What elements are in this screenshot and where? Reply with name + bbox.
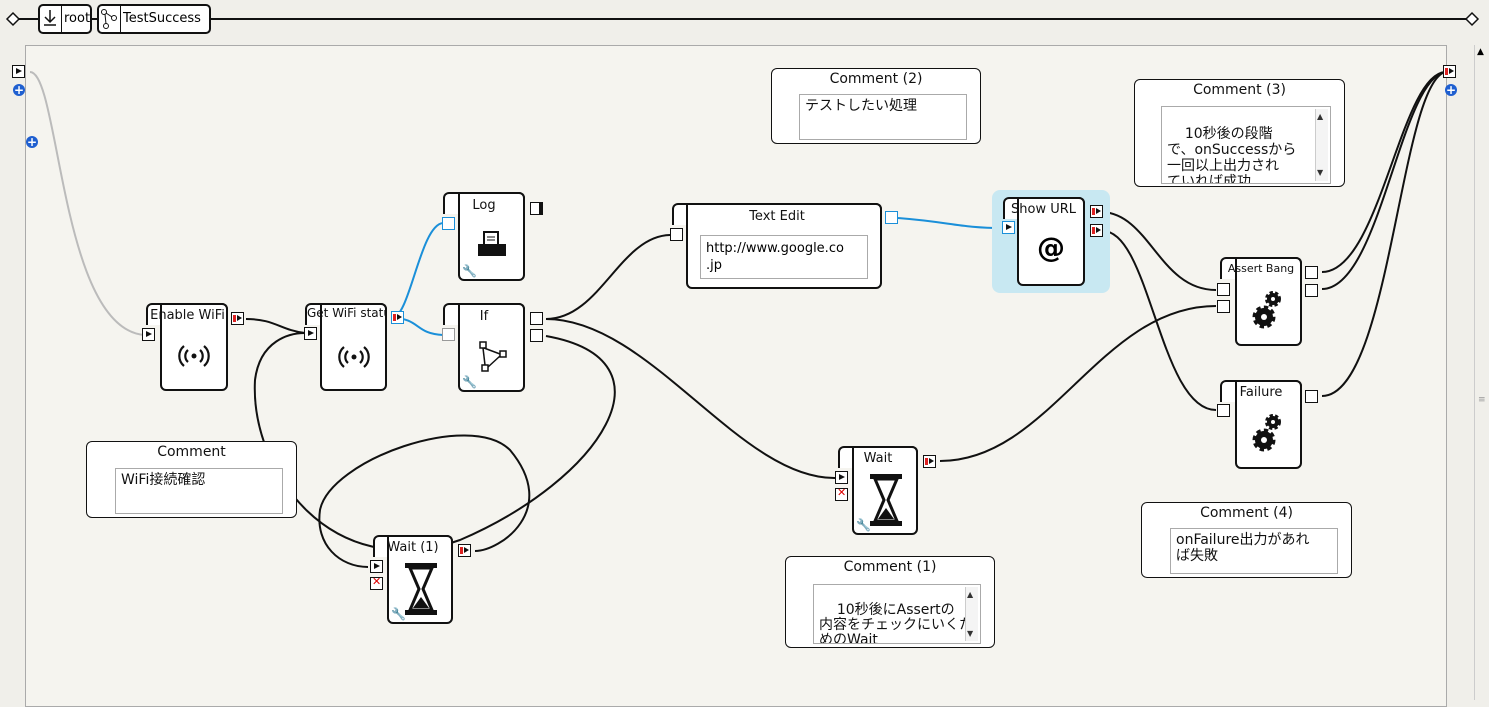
comment-3[interactable]: Comment (3) 10秒後の段階 で、onSuccessから 一回以上出力… (1134, 79, 1345, 187)
comment-2-title: Comment (2) (829, 71, 923, 87)
wait-output-port[interactable] (923, 455, 936, 468)
get-wifi-input-port[interactable] (304, 327, 317, 340)
box-wait1-title: Wait (1) (387, 540, 439, 555)
printer-icon (478, 231, 506, 256)
comment-0[interactable]: Comment WiFi接続確認 (86, 441, 297, 518)
gears-icon (1252, 414, 1281, 452)
box-wait-title: Wait (863, 451, 893, 466)
comment-2[interactable]: Comment (2) テストしたい処理 (771, 68, 981, 144)
box-text-edit[interactable]: Text Edit http://www.google.co .jp (686, 203, 882, 289)
comment-1-body[interactable]: 10秒後にAssertの 内容をチェックにいくた めのWait (813, 584, 981, 644)
comment-1-scrollbar[interactable] (965, 587, 978, 641)
wrench-icon[interactable]: 🔧 (391, 607, 406, 621)
comment-1-text: 10秒後にAssertの 内容をチェックにいくた めのWait (819, 602, 973, 644)
wait1-cancel-port[interactable] (370, 575, 383, 590)
gears-icon (1252, 291, 1281, 329)
breadcrumb-line (5, 11, 1480, 27)
wait-cancel-port[interactable] (835, 486, 848, 501)
branch-icon (479, 341, 507, 372)
box-assert-bang[interactable]: Assert Bang (1228, 257, 1302, 346)
failure-output-port[interactable] (1305, 390, 1318, 403)
if-then-port[interactable] (530, 312, 543, 325)
at-sign-icon: @ (1037, 231, 1065, 264)
comment-3-text: 10秒後の段階 で、onSuccessから 一回以上出力され ていれば成功 (1167, 126, 1297, 184)
vertical-scrollbar[interactable]: ▲ ≡ (1474, 45, 1489, 700)
box-wait[interactable]: Wait 🔧 (852, 446, 918, 535)
breadcrumb-testsuccess-label: TestSuccess (123, 11, 201, 26)
assert-bang-input-port-1[interactable] (1217, 283, 1230, 296)
comment-3-title: Comment (3) (1193, 82, 1286, 98)
box-text-edit-title: Text Edit (749, 209, 805, 224)
text-edit-output-port[interactable] (885, 211, 898, 224)
comment-3-scrollbar[interactable] (1315, 109, 1328, 181)
log-output-port[interactable] (530, 202, 543, 215)
show-url-success-port[interactable] (1090, 205, 1103, 218)
breadcrumb-root-label: root (64, 11, 91, 26)
enable-wifi-output-port[interactable] (231, 312, 244, 325)
comment-0-title: Comment (157, 444, 226, 460)
wait1-output-port[interactable] (458, 544, 471, 557)
box-wait-1[interactable]: Wait (1) 🔧 (387, 535, 453, 624)
add-output-plus-icon[interactable]: + (1445, 83, 1457, 97)
wait1-input-port[interactable] (370, 560, 383, 573)
box-if[interactable]: If 🔧 (458, 303, 525, 392)
box-enable-wifi-title: Enable WiFi (150, 308, 225, 323)
if-input-port[interactable] (442, 328, 455, 341)
root-input-port[interactable] (12, 65, 25, 78)
breadcrumb-root[interactable]: root (38, 4, 92, 34)
add-input-plus-icon[interactable]: + (13, 83, 25, 97)
box-enable-wifi[interactable]: Enable WiFi (150, 303, 228, 391)
failure-input-port[interactable] (1217, 404, 1230, 417)
box-failure-title: Failure (1239, 385, 1283, 400)
hourglass-icon (870, 474, 902, 526)
box-show-url-title: Show URL (1011, 202, 1076, 217)
comment-4[interactable]: Comment (4) onFailure出力があれ ば失敗 (1141, 502, 1352, 578)
hourglass-icon (405, 563, 437, 615)
flow-diagram-icon (101, 9, 117, 29)
comment-1-title: Comment (1) (843, 559, 937, 575)
download-icon (44, 10, 56, 26)
assert-bang-output-port-1[interactable] (1305, 266, 1318, 279)
text-edit-input-port[interactable] (670, 228, 683, 241)
add-plus-icon[interactable]: + (26, 135, 38, 149)
comment-3-body[interactable]: 10秒後の段階 で、onSuccessから 一回以上出力され ていれば成功 (1161, 106, 1331, 184)
wrench-icon[interactable]: 🔧 (856, 518, 871, 532)
if-else-port[interactable] (530, 329, 543, 342)
box-log[interactable]: Log 🔧 (458, 192, 525, 281)
assert-bang-input-port-2[interactable] (1217, 300, 1230, 313)
box-assert-bang-title: Assert Bang (1227, 262, 1295, 275)
root-output-port[interactable] (1443, 65, 1456, 78)
show-url-input-port[interactable] (1002, 221, 1015, 234)
enable-wifi-input-port[interactable] (142, 328, 155, 341)
wifi-signal-icon (178, 345, 210, 367)
assert-bang-output-port-2[interactable] (1305, 284, 1318, 297)
box-if-title: If (479, 309, 489, 324)
scroll-grip-icon[interactable]: ≡ (1478, 395, 1486, 405)
comment-4-title: Comment (4) (1200, 505, 1293, 521)
breadcrumb-testsuccess[interactable]: TestSuccess (97, 4, 211, 34)
wifi-signal-icon (338, 346, 370, 368)
wrench-icon[interactable]: 🔧 (462, 264, 477, 278)
scroll-up-icon[interactable]: ▲ (1477, 47, 1484, 57)
show-url-failure-port[interactable] (1090, 224, 1103, 237)
breadcrumb-bar: root TestSuccess (0, 0, 1489, 40)
box-get-wifi-title: Get WiFi statu (307, 306, 385, 320)
box-log-title: Log (472, 198, 496, 213)
box-get-wifi-status[interactable]: Get WiFi statu (307, 303, 387, 391)
wrench-icon[interactable]: 🔧 (462, 375, 477, 389)
box-show-url[interactable]: Show URL @ (1011, 197, 1085, 286)
text-edit-field[interactable]: http://www.google.co .jp (700, 235, 868, 279)
comment-4-body[interactable]: onFailure出力があれ ば失敗 (1170, 528, 1338, 574)
comment-0-body[interactable]: WiFi接続確認 (115, 468, 283, 514)
wait-input-port[interactable] (835, 471, 848, 484)
box-failure[interactable]: Failure (1235, 380, 1302, 469)
get-wifi-output-port[interactable] (391, 311, 404, 324)
comment-2-body[interactable]: テストしたい処理 (799, 94, 967, 140)
comment-1[interactable]: Comment (1) 10秒後にAssertの 内容をチェックにいくた めのW… (785, 556, 995, 648)
log-input-port[interactable] (442, 217, 455, 230)
